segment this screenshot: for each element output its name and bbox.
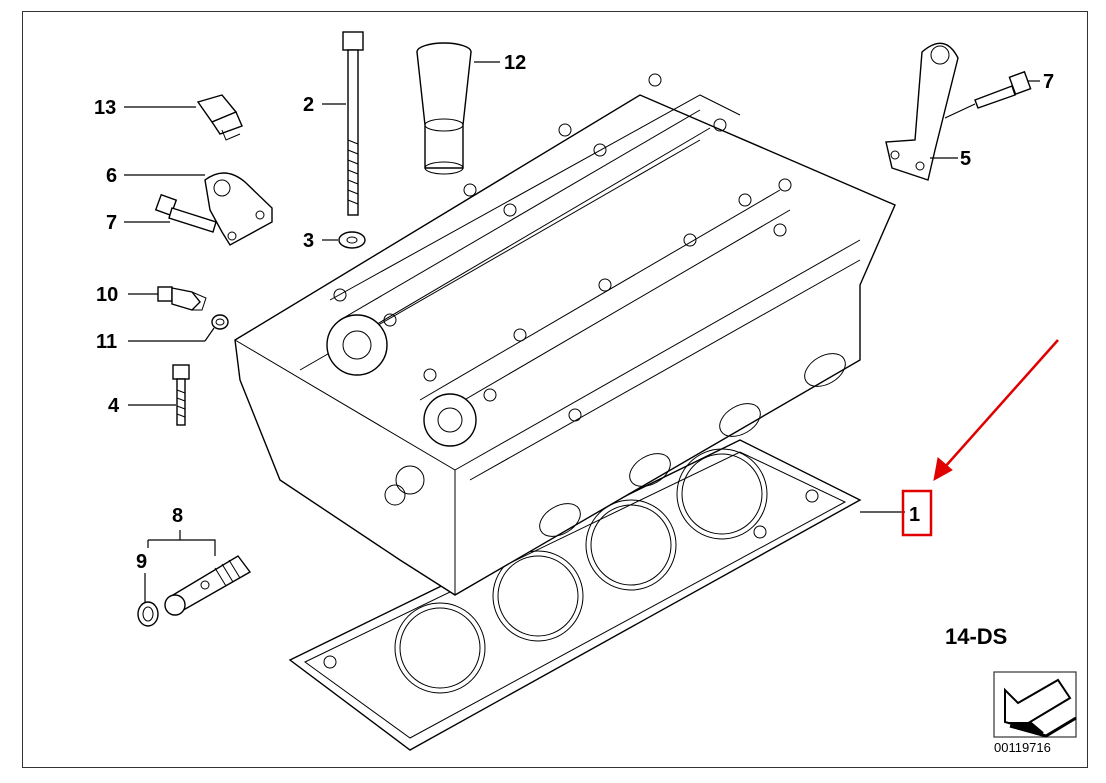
callout-5: 5 (960, 148, 971, 170)
lifting-bracket-large[interactable] (885, 42, 959, 181)
temperature-sensor[interactable] (196, 94, 243, 141)
callout-13: 13 (94, 97, 116, 119)
callout-8: 8 (172, 505, 183, 527)
callout-7-left: 7 (106, 212, 117, 234)
head-gasket[interactable] (288, 439, 862, 751)
bracket-bolt-left[interactable] (154, 193, 217, 233)
oil-pressure-switch[interactable] (157, 286, 207, 311)
callout-11: 11 (96, 331, 117, 353)
spark-plug-sleeve[interactable] (416, 42, 472, 175)
callout-3: 3 (303, 230, 314, 252)
arrow-down-left-icon[interactable] (993, 671, 1077, 738)
o-ring-small[interactable] (211, 314, 229, 330)
callout-9: 9 (136, 551, 147, 573)
callout-10: 10 (96, 284, 118, 306)
diagram-code: 14-DS (945, 624, 1007, 649)
oil-pipe-bolt[interactable] (164, 555, 252, 616)
callout-6: 6 (106, 165, 117, 187)
diagram-frame (22, 11, 1088, 768)
callout-2: 2 (303, 94, 314, 116)
callout-4: 4 (108, 395, 120, 417)
washer[interactable] (338, 231, 366, 249)
bracket-bolt-right[interactable] (974, 70, 1032, 109)
lifting-bracket-small[interactable] (204, 172, 273, 246)
red-pointer-arrow-icon (933, 339, 1059, 481)
head-bolt[interactable] (342, 31, 364, 216)
catalog-number: 00119716 (994, 740, 1051, 755)
callout-12: 12 (504, 52, 526, 74)
short-bolt[interactable] (172, 364, 190, 426)
callout-7-right: 7 (1043, 71, 1054, 93)
callout-1-highlight-box (901, 489, 933, 537)
sealing-ring[interactable] (137, 601, 159, 627)
callout-1: 1 (909, 504, 920, 526)
cylinder-head[interactable] (234, 73, 896, 596)
